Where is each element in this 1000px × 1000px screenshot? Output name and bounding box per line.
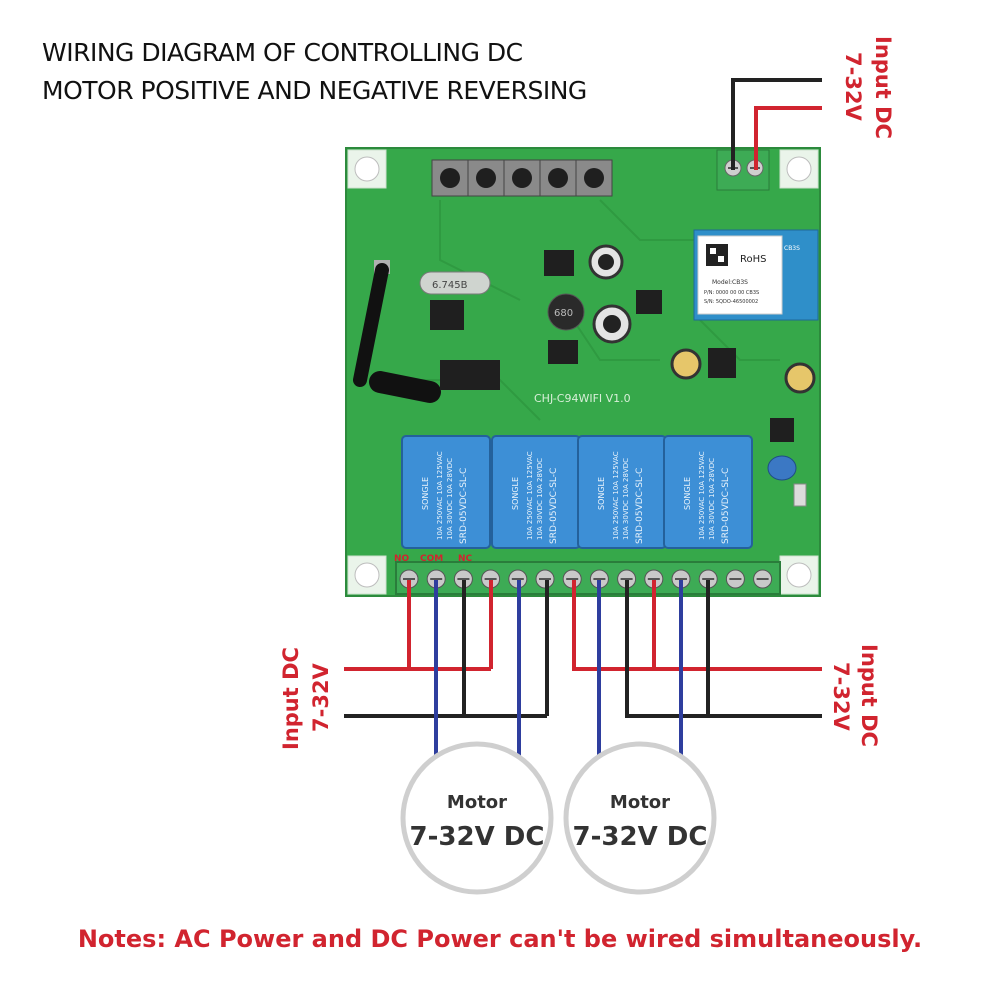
relay-3: SONGLE 10A 250VAC 10A 125VAC 10A 30VDC 1… [577, 435, 667, 549]
diagram-title-line2: MOTOR POSITIVE AND NEGATIVE REVERSING [42, 76, 587, 105]
module-rohs: RoHS [740, 254, 766, 265]
power-terminal-block [716, 149, 770, 191]
relay-3-rating2: 10A 30VDC 10A 28VDC [622, 458, 630, 540]
terminal-label-no: NO [394, 554, 410, 564]
relay-1-rating1: 10A 250VAC 10A 125VAC [436, 451, 444, 540]
relay-2-rating2: 10A 30VDC 10A 28VDC [536, 458, 544, 540]
wire-top-positive [754, 106, 822, 170]
board-model: CHJ-C94WIFI V1.0 [534, 392, 631, 405]
terminal-screws [399, 569, 773, 589]
relay-4-model: SRD-05VDC-SL-C [721, 468, 731, 544]
push-buttons [431, 159, 613, 197]
motor-2-voltage: 7-32V DC [573, 822, 708, 852]
module-sn: S/N: 5QDO-46500002 [704, 299, 758, 305]
power-label-top: Input DC 7-32V [841, 36, 895, 139]
motor-1: Motor 7-32V DC [400, 741, 554, 895]
crystal-oscillator: 6.745B [419, 271, 491, 295]
wifi-module: RoHS Model:CB3S P/N: 0000 00 00 CB3S S/N… [693, 229, 819, 321]
motor-2: Motor 7-32V DC [563, 741, 717, 895]
terminal-label-nc: NC [458, 554, 473, 564]
module-model: Model:CB3S [712, 279, 748, 286]
antenna-coil [353, 260, 441, 403]
pcb-board: RoHS Model:CB3S P/N: 0000 00 00 CB3S S/N… [345, 147, 821, 597]
relay-1-brand: SONGLE [421, 477, 430, 510]
power-label-right: Input DC 7-32V [829, 644, 881, 747]
relay-4-rating1: 10A 250VAC 10A 125VAC [698, 451, 706, 540]
relays: SONGLE 10A 250VAC 10A 125VAC 10A 30VDC 1… [401, 435, 753, 549]
capacitors [588, 244, 816, 507]
diagram-title: WIRING DIAGRAM OF CONTROLLING DC MOTOR P… [42, 34, 642, 110]
ic-chips [430, 250, 794, 442]
power-label-left-line1: Input DC [279, 647, 303, 750]
motor-1-voltage: 7-32V DC [410, 822, 545, 852]
wires [344, 78, 822, 775]
relay-4: SONGLE 10A 250VAC 10A 125VAC 10A 30VDC 1… [663, 435, 753, 549]
relay-3-rating1: 10A 250VAC 10A 125VAC [612, 451, 620, 540]
notes-warning: Notes: AC Power and DC Power can't be wi… [77, 925, 923, 953]
wire-top-negative [731, 78, 822, 170]
motor-2-label: Motor [610, 792, 670, 813]
relay-1: SONGLE 10A 250VAC 10A 125VAC 10A 30VDC 1… [401, 435, 491, 549]
inductor: 680 [547, 293, 585, 331]
module-pn: P/N: 0000 00 00 CB3S [704, 290, 759, 296]
power-label-right-line1: Input DC [857, 644, 881, 747]
relay-2-model: SRD-05VDC-SL-C [549, 468, 559, 544]
relay-1-model: SRD-05VDC-SL-C [459, 468, 469, 544]
crystal-label: 6.745B [432, 280, 468, 291]
inductor-label: 680 [554, 308, 573, 319]
relay-2-rating1: 10A 250VAC 10A 125VAC [526, 451, 534, 540]
relay-2: SONGLE 10A 250VAC 10A 125VAC 10A 30VDC 1… [491, 435, 581, 549]
output-terminal-strip [395, 561, 781, 595]
power-label-left: Input DC 7-32V [279, 647, 333, 750]
module-chip: CB3S [784, 245, 800, 252]
power-label-left-line2: 7-32V [309, 662, 333, 732]
terminal-label-com: COM [420, 554, 443, 564]
power-label-top-line2: 7-32V [841, 52, 865, 122]
relay-4-rating2: 10A 30VDC 10A 28VDC [708, 458, 716, 540]
relay-3-brand: SONGLE [597, 477, 606, 510]
power-label-top-line1: Input DC [871, 36, 895, 139]
relay-1-rating2: 10A 30VDC 10A 28VDC [446, 458, 454, 540]
relay-3-model: SRD-05VDC-SL-C [635, 468, 645, 544]
diagram-title-line1: WIRING DIAGRAM OF CONTROLLING DC [42, 38, 523, 67]
power-label-right-line2: 7-32V [829, 662, 853, 732]
relay-2-brand: SONGLE [511, 477, 520, 510]
relay-4-brand: SONGLE [683, 477, 692, 510]
mounting-holes [347, 149, 819, 595]
wire-right-negative [625, 580, 822, 718]
motor-1-label: Motor [447, 792, 507, 813]
wire-right-positive [572, 580, 822, 671]
